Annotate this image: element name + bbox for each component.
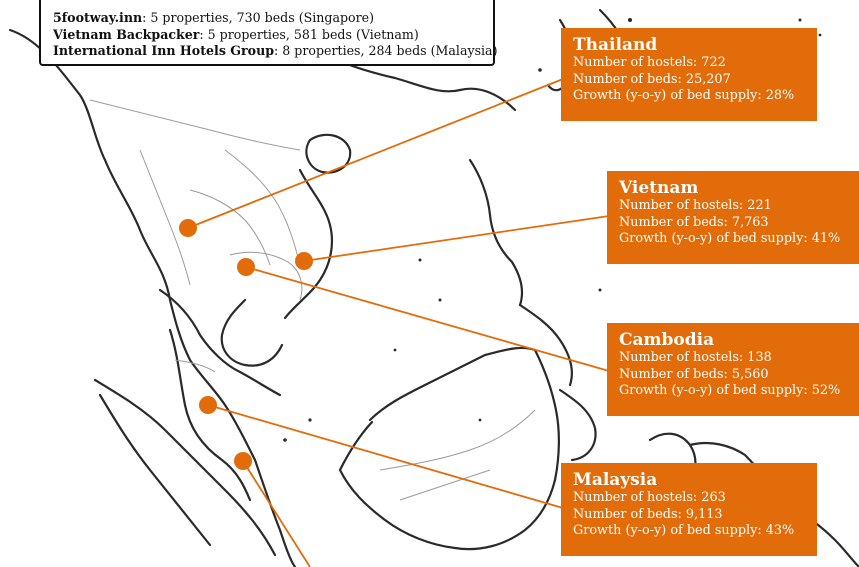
beds-count: Number of beds: 5,560 bbox=[619, 366, 769, 382]
connector-malaysia bbox=[207, 404, 564, 509]
connector-singapore bbox=[242, 460, 311, 567]
island-dot bbox=[283, 438, 287, 442]
beds-count: Number of beds: 9,113 bbox=[573, 506, 723, 522]
borneo-border bbox=[379, 409, 536, 471]
connector-thailand bbox=[187, 78, 564, 229]
legend-chain-name: International Inn Hotels Group bbox=[53, 43, 275, 58]
legend-chain-detail: : 5 properties, 581 beds (Vietnam) bbox=[199, 26, 419, 42]
thailand-laos-border bbox=[189, 189, 271, 266]
info-box-cambodia: Cambodia Number of hostels: 138 Number o… bbox=[607, 323, 859, 416]
marker-thailand bbox=[179, 219, 197, 237]
hostels-count: Number of hostels: 138 bbox=[619, 350, 772, 365]
growth-rate: Growth (y-o-y) of bed supply: 52% bbox=[619, 383, 841, 398]
growth-rate: Growth (y-o-y) of bed supply: 43% bbox=[573, 523, 795, 538]
marker-vietnam bbox=[295, 252, 313, 270]
beds-count: Number of beds: 7,763 bbox=[619, 214, 769, 230]
legend-chain-detail: : 8 properties, 284 beds (Malaysia) bbox=[274, 43, 498, 58]
mainland-coastline bbox=[8, 28, 297, 567]
growth-rate: Growth (y-o-y) of bed supply: 28% bbox=[573, 88, 795, 103]
malaysia-thailand-border bbox=[174, 359, 216, 373]
info-box-malaysia: Malaysia Number of hostels: 263 Number o… bbox=[561, 463, 817, 556]
mainland-coastline-inner bbox=[158, 288, 282, 397]
hostels-count: Number of hostels: 722 bbox=[573, 55, 726, 70]
legend-line-international-inn: International Inn Hotels Group: 8 proper… bbox=[53, 43, 497, 60]
country-name: Malaysia bbox=[573, 470, 658, 490]
legend-line-vietnam-backpacker: Vietnam Backpacker: 5 properties, 581 be… bbox=[53, 27, 483, 44]
sumatra-west bbox=[98, 393, 212, 547]
beds-count: Number of beds: 25,207 bbox=[573, 71, 731, 87]
borneo-north bbox=[368, 346, 537, 422]
borneo-east bbox=[533, 348, 560, 482]
hostel-chains-legend: 5footway.inn: 5 properties, 730 beds (Si… bbox=[39, 0, 497, 66]
sumatra-coast bbox=[93, 378, 277, 557]
vietnam-coast bbox=[283, 168, 334, 320]
connector-vietnam bbox=[303, 215, 610, 262]
island-dot bbox=[818, 33, 822, 37]
island-dot bbox=[478, 418, 482, 422]
gulf-thailand-coast bbox=[220, 298, 284, 367]
hostels-count: Number of hostels: 263 bbox=[573, 490, 726, 505]
philippines-luzon bbox=[468, 158, 524, 307]
cambodia-border bbox=[229, 251, 303, 301]
china-border bbox=[89, 99, 301, 151]
info-box-thailand: Thailand Number of hostels: 722 Number o… bbox=[561, 28, 817, 121]
marker-singapore bbox=[234, 452, 252, 470]
country-name: Thailand bbox=[573, 35, 658, 55]
island-dot bbox=[538, 68, 542, 72]
growth-rate: Growth (y-o-y) of bed supply: 41% bbox=[619, 231, 841, 246]
laos-vietnam-border bbox=[224, 149, 301, 266]
island-dot bbox=[438, 298, 442, 302]
philippines-visayas bbox=[518, 303, 574, 387]
legend-chain-name: 5footway.inn bbox=[53, 10, 143, 25]
marker-malaysia bbox=[199, 396, 217, 414]
country-name: Vietnam bbox=[619, 178, 699, 198]
island-dot bbox=[798, 18, 802, 22]
legend-chain-name: Vietnam Backpacker bbox=[53, 26, 200, 42]
marker-cambodia bbox=[237, 258, 255, 276]
island-dot bbox=[308, 418, 312, 422]
country-name: Cambodia bbox=[619, 330, 715, 350]
island-dot bbox=[628, 18, 632, 22]
philippines-mindanao bbox=[558, 388, 597, 462]
island-dot bbox=[598, 288, 602, 292]
connector-cambodia bbox=[245, 266, 610, 372]
hostels-count: Number of hostels: 221 bbox=[619, 198, 772, 213]
malay-peninsula bbox=[168, 328, 252, 502]
island-dot bbox=[393, 348, 397, 352]
legend-chain-detail: : 5 properties, 730 beds (Singapore) bbox=[142, 10, 374, 25]
borneo-coast bbox=[338, 420, 557, 551]
myanmar-thailand-border bbox=[139, 149, 191, 286]
kalimantan-border bbox=[399, 469, 491, 501]
island-dot bbox=[418, 258, 422, 262]
legend-line-5footway: 5footway.inn: 5 properties, 730 beds (Si… bbox=[53, 10, 483, 27]
info-box-vietnam: Vietnam Number of hostels: 221 Number of… bbox=[607, 171, 859, 264]
hainan-island bbox=[305, 133, 352, 174]
